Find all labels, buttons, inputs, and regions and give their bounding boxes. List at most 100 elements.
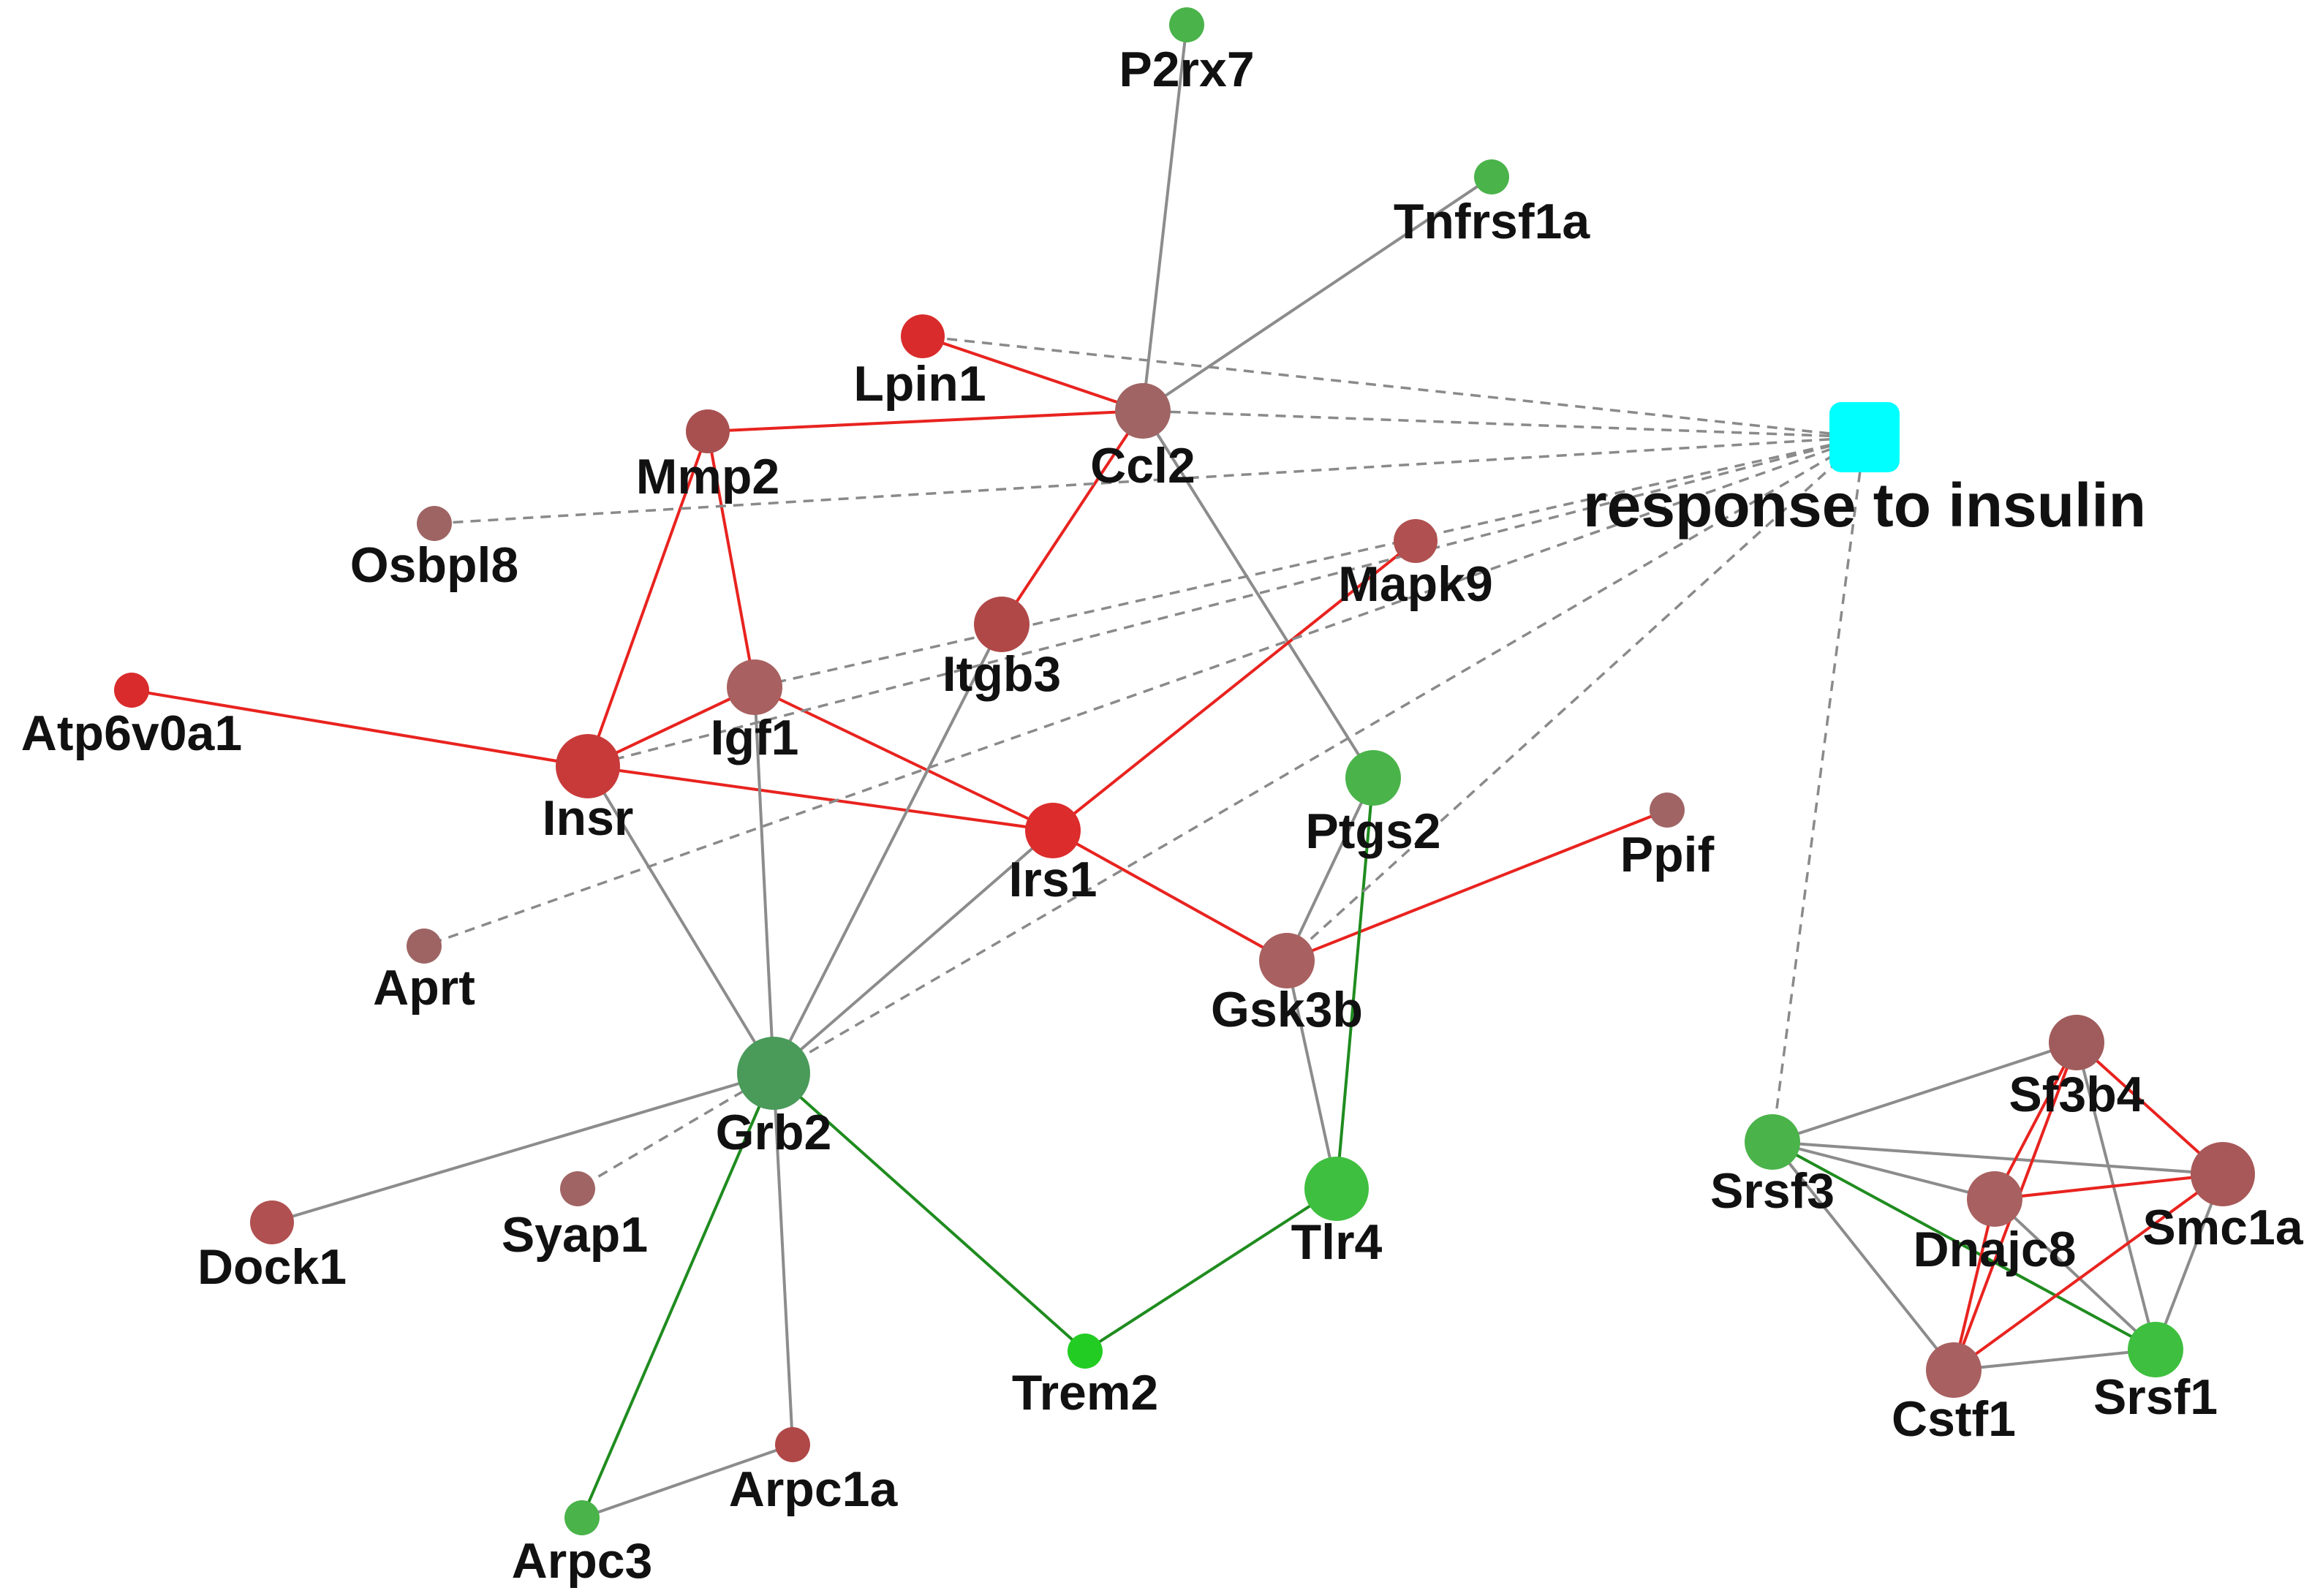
node-ppif[interactable] xyxy=(1650,793,1685,828)
edge-grb2-arpc3 xyxy=(581,1073,775,1519)
node-label-syap1: Syap1 xyxy=(502,1207,648,1263)
edge-smc1a-cstf1 xyxy=(1952,1173,2224,1372)
edge-gsk3b-ppif xyxy=(1286,809,1668,962)
node-label-smc1a: Smc1a xyxy=(2142,1200,2303,1255)
edge-atp6v0a1-insr xyxy=(131,689,589,768)
edge-insr-irs1 xyxy=(587,765,1054,832)
edge-grb2-trem2 xyxy=(772,1072,1087,1353)
edge-response-to-insulin-srsf3 xyxy=(1771,436,1866,1143)
edge-cstf1-srsf1 xyxy=(1953,1348,2156,1372)
node-gsk3b[interactable] xyxy=(1259,933,1315,988)
node-ptgs2[interactable] xyxy=(1345,750,1401,806)
node-aprt[interactable] xyxy=(407,929,442,964)
edge-dnajc8-srsf1 xyxy=(1993,1198,2157,1351)
edge-dnajc8-cstf1 xyxy=(1952,1198,1996,1371)
node-tnfrsf1a[interactable] xyxy=(1474,159,1509,194)
edge-srsf3-sf3b4 xyxy=(1772,1041,2077,1143)
edge-mmp2-igf1 xyxy=(706,431,756,688)
node-p2rx7[interactable] xyxy=(1169,7,1204,42)
edge-grb2-irs1 xyxy=(772,829,1054,1075)
node-tlr4[interactable] xyxy=(1304,1157,1369,1221)
edge-irs1-gsk3b xyxy=(1052,829,1288,962)
node-label-gsk3b: Gsk3b xyxy=(1211,982,1363,1037)
node-label-tnfrsf1a: Tnfrsf1a xyxy=(1394,194,1590,249)
term-node-response-to-insulin[interactable] xyxy=(1829,402,1900,472)
node-osbpl8[interactable] xyxy=(417,506,452,541)
edge-grb2-syap1 xyxy=(577,1072,774,1190)
edge-grb2-igf1 xyxy=(753,687,775,1074)
node-label-itgb3: Itgb3 xyxy=(942,646,1061,702)
edge-ccl2-tnfrsf1a xyxy=(1141,175,1493,412)
node-label-osbpl8: Osbpl8 xyxy=(350,537,519,593)
node-label-irs1: Irs1 xyxy=(1009,852,1098,907)
node-label-p2rx7: P2rx7 xyxy=(1119,42,1254,97)
node-label-sf3b4: Sf3b4 xyxy=(2009,1067,2144,1122)
node-label-aprt: Aprt xyxy=(373,960,475,1016)
node-lpin1[interactable] xyxy=(901,314,945,358)
node-label-trem2: Trem2 xyxy=(1012,1365,1158,1421)
node-itgb3[interactable] xyxy=(974,597,1030,652)
node-label-ccl2: Ccl2 xyxy=(1090,438,1195,493)
node-label-ptgs2: Ptgs2 xyxy=(1305,803,1440,859)
node-label-insr: Insr xyxy=(543,790,634,846)
node-mmp2[interactable] xyxy=(686,409,730,453)
node-trem2[interactable] xyxy=(1068,1334,1103,1369)
node-sf3b4[interactable] xyxy=(2049,1015,2104,1070)
edge-mmp2-insr xyxy=(586,431,709,767)
node-arpc1a[interactable] xyxy=(775,1427,810,1462)
edge-ccl2-ptgs2 xyxy=(1141,409,1375,779)
node-label-srsf1: Srsf1 xyxy=(2093,1369,2218,1425)
node-atp6v0a1[interactable] xyxy=(114,673,149,708)
node-dock1[interactable] xyxy=(250,1200,294,1244)
edge-ptgs2-tlr4 xyxy=(1335,777,1375,1190)
edge-srsf3-smc1a xyxy=(1772,1141,2224,1176)
node-igf1[interactable] xyxy=(727,659,782,715)
edge-response-to-insulin-osbpl8 xyxy=(434,436,1865,525)
node-label-tlr4: Tlr4 xyxy=(1291,1214,1383,1270)
edge-gsk3b-tlr4 xyxy=(1285,960,1338,1190)
node-srsf3[interactable] xyxy=(1745,1114,1800,1170)
nodes-layer xyxy=(114,7,2255,1535)
edge-response-to-insulin-igf1 xyxy=(754,436,1865,689)
node-label-arpc1a: Arpc1a xyxy=(729,1461,899,1517)
node-label-dock1: Dock1 xyxy=(197,1239,347,1295)
node-insr[interactable] xyxy=(556,734,620,798)
node-srsf1[interactable] xyxy=(2128,1322,2183,1377)
node-irs1[interactable] xyxy=(1025,803,1081,858)
edge-ccl2-p2rx7 xyxy=(1141,24,1188,412)
edge-gsk3b-ptgs2 xyxy=(1285,777,1375,961)
edge-response-to-insulin-insr xyxy=(587,436,1865,768)
node-label-mapk9: Mapk9 xyxy=(1338,556,1493,612)
node-label-dnajc8: Dnajc8 xyxy=(1914,1222,2077,1277)
node-cstf1[interactable] xyxy=(1926,1342,1982,1398)
edge-response-to-insulin-gsk3b xyxy=(1285,436,1866,962)
node-arpc3[interactable] xyxy=(564,1500,600,1535)
edge-grb2-arpc1a xyxy=(772,1073,794,1445)
term-label-response-to-insulin: response to insulin xyxy=(1583,471,2146,540)
edge-response-to-insulin-ccl2 xyxy=(1142,409,1865,439)
edge-tlr4-trem2 xyxy=(1084,1187,1338,1353)
node-label-cstf1: Cstf1 xyxy=(1892,1391,2016,1447)
node-syap1[interactable] xyxy=(560,1171,595,1206)
node-ccl2[interactable] xyxy=(1115,383,1171,439)
node-mapk9[interactable] xyxy=(1394,519,1438,563)
edges-layer xyxy=(131,24,2224,1519)
edge-grb2-dock1 xyxy=(271,1072,774,1224)
edge-dnajc8-smc1a xyxy=(1994,1173,2224,1200)
node-label-ppif: Ppif xyxy=(1620,827,1715,882)
node-dnajc8[interactable] xyxy=(1967,1171,2022,1227)
node-label-atp6v0a1: Atp6v0a1 xyxy=(21,706,242,761)
edge-ccl2-lpin1 xyxy=(922,335,1144,412)
edge-ccl2-itgb3 xyxy=(1000,409,1144,626)
edge-grb2-itgb3 xyxy=(772,624,1003,1074)
edge-arpc1a-arpc3 xyxy=(581,1443,793,1519)
node-smc1a[interactable] xyxy=(2191,1142,2255,1206)
edge-grb2-insr xyxy=(586,765,775,1075)
node-label-srsf3: Srsf3 xyxy=(1710,1163,1835,1219)
node-label-grb2: Grb2 xyxy=(716,1105,832,1160)
node-grb2[interactable] xyxy=(737,1037,810,1110)
edge-irs1-mapk9 xyxy=(1051,540,1417,832)
